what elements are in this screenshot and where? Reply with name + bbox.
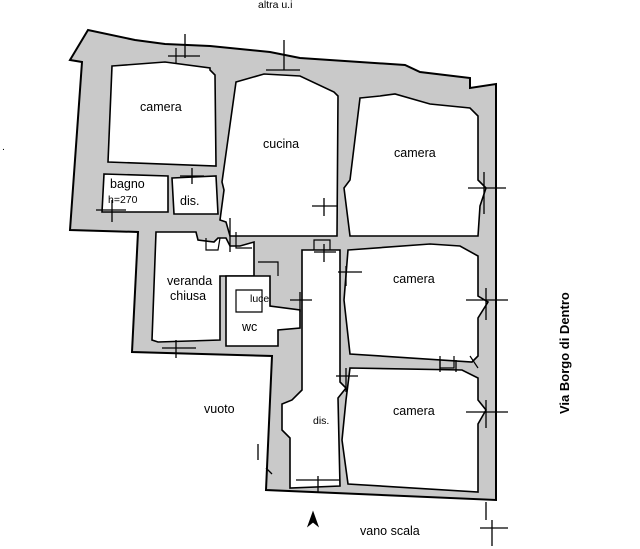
label-camera-nw: camera [140, 100, 182, 114]
label-bagno-height: h=270 [108, 194, 138, 206]
label-bagno: bagno [110, 177, 145, 191]
label-camera-e-low: camera [393, 404, 435, 418]
room-cucina [219, 73, 339, 237]
north-arrow-icon [306, 510, 320, 528]
label-dis-corridor: dis. [313, 415, 329, 427]
label-vuoto: vuoto [204, 402, 235, 416]
label-vano-scala: vano scala [360, 524, 420, 538]
label-camera-ne: camera [394, 146, 436, 160]
room-camera-ne [343, 93, 487, 237]
label-veranda-line2: chiusa [170, 289, 206, 303]
left-fragment-label: . [2, 141, 5, 153]
label-veranda-line1: veranda [167, 274, 212, 288]
label-dis-upper: dis. [180, 194, 199, 208]
room-camera-e-low [341, 367, 487, 493]
opening-marks [96, 34, 508, 546]
street-name-label: Via Borgo di Dentro [557, 292, 572, 414]
room-camera-e-mid [343, 243, 490, 363]
label-camera-e-mid: camera [393, 272, 435, 286]
room-corridor [281, 249, 348, 489]
room-dis-upper [171, 175, 219, 215]
label-wc: wc [241, 320, 257, 334]
room-luce [225, 275, 301, 347]
top-fragment-label: altra u.i [258, 0, 292, 11]
label-luce: luce [250, 293, 269, 305]
label-cucina: cucina [263, 137, 299, 151]
room-bagno [101, 173, 169, 213]
room-camera-nw [107, 61, 217, 167]
